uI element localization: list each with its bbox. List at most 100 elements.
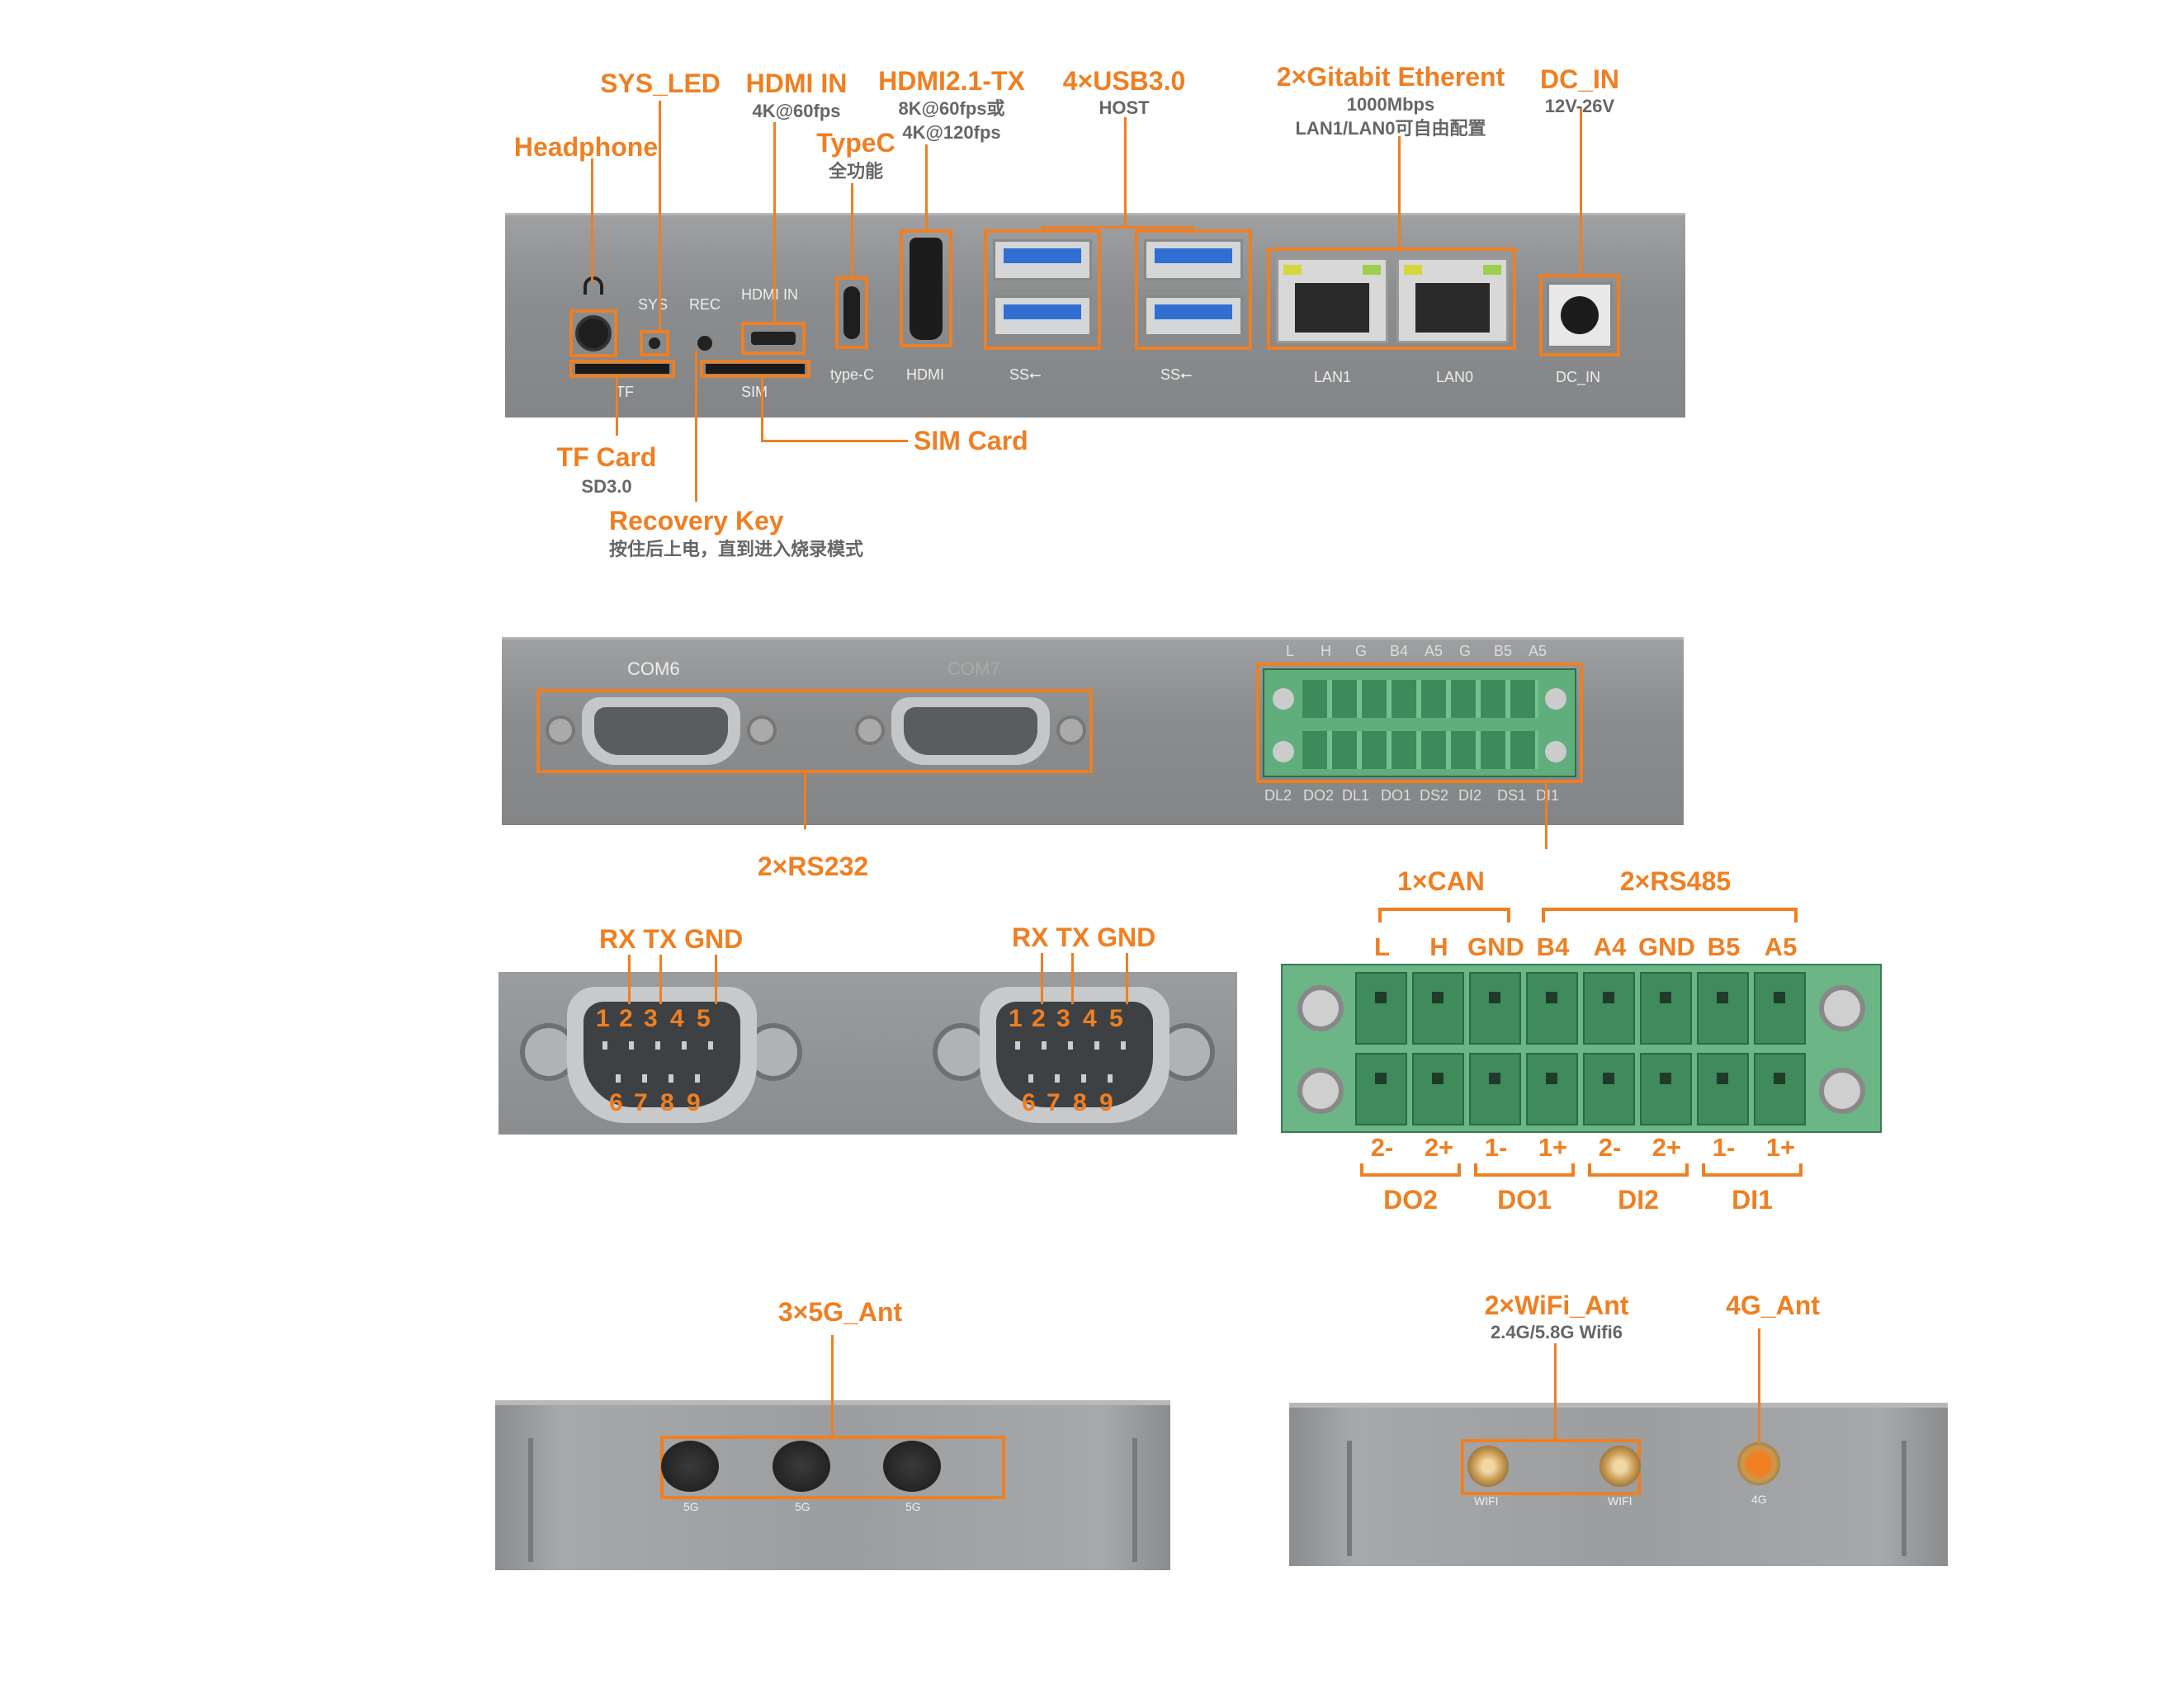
eth-leader: [1398, 136, 1401, 248]
rx-leader-right: [1041, 953, 1043, 1004]
terminal-block-small: [1263, 668, 1576, 777]
db9-pin-number: 2: [1032, 1005, 1046, 1032]
terminal-group-bracket: [1474, 1163, 1575, 1177]
hdmi-print: HDMI: [906, 366, 944, 383]
terminal-bottom-label: 2-: [1370, 1133, 1394, 1162]
terminal-hole: [1546, 992, 1557, 1003]
terminal-cell: [1355, 1053, 1407, 1125]
ant5g-print: 5G: [795, 1500, 810, 1513]
db9-pin-number: 5: [697, 1005, 711, 1032]
ant5g-connector: [773, 1441, 830, 1492]
db9-pin-hole: [1015, 1041, 1020, 1050]
db9-pin-hole: [682, 1041, 687, 1050]
db9-pin-number: 6: [609, 1089, 623, 1116]
hdmi-in-port: [751, 332, 796, 345]
usb-leader-r: [1191, 226, 1193, 231]
db9-closeup-right: [918, 982, 1227, 1126]
db9-pin-number: 3: [644, 1005, 658, 1032]
terminal-group-bracket: [1588, 1163, 1689, 1177]
usb-port-4: [1144, 295, 1243, 337]
eth-sublabel-1: 1000Mbps: [1346, 94, 1435, 115]
sim-print: SIM: [741, 384, 768, 400]
terminal-cell: [1526, 1053, 1578, 1125]
dc-print: DC_IN: [1556, 369, 1601, 385]
lte-ant: [1737, 1442, 1780, 1485]
terminal-bottom-print: DS1: [1497, 787, 1527, 804]
rs232-leader: [804, 773, 806, 829]
sim-outline: [700, 360, 810, 378]
can-bracket: [1378, 908, 1510, 922]
terminal-hole: [1660, 992, 1671, 1003]
tf-outline: [569, 360, 675, 378]
terminal-hole: [1603, 992, 1614, 1003]
can-label: 1×CAN: [1397, 866, 1485, 896]
terminal-top-print: A5: [1425, 643, 1444, 659]
com6-connector: [541, 697, 782, 765]
terminal-top-label: B5: [1707, 932, 1741, 961]
ant5g-print: 5G: [905, 1500, 921, 1513]
ant5g-label: 3×5G_Ant: [777, 1297, 903, 1327]
db9-pin-number: 8: [660, 1089, 674, 1116]
typec-leader: [851, 183, 853, 276]
terminal-bottom-label: 2+: [1424, 1133, 1454, 1162]
lte-leader: [1758, 1328, 1760, 1444]
rs232-label: 2×RS232: [757, 852, 869, 881]
eth-sublabel-2: LAN1/LAN0可自由配置: [1295, 118, 1486, 139]
terminal-top-label: L: [1374, 932, 1390, 961]
db9-pin-hole: [695, 1074, 700, 1083]
db9-pin-hole: [1121, 1041, 1126, 1050]
tf-label: TF Card: [556, 442, 657, 472]
usb-ss-print-2: SS⭠: [1160, 366, 1193, 383]
com7-print: COM7: [947, 658, 1000, 679]
wifi-ant-1: [1467, 1446, 1509, 1487]
db9-pin-hole: [1108, 1074, 1113, 1083]
eth-label: 2×Gitabit Etherent: [1276, 62, 1505, 92]
db9-pin-hole: [1068, 1041, 1073, 1050]
terminal-bottom-print: DI2: [1458, 787, 1482, 804]
hdmi-tx-label: HDMI2.1-TX: [878, 66, 1025, 96]
db9-pin-number: 1: [1009, 1005, 1023, 1032]
sys-led-leader: [659, 101, 661, 330]
rs485-bracket: [1542, 908, 1798, 922]
terminal-top-label: A5: [1764, 932, 1798, 961]
tf-leader: [616, 378, 618, 436]
terminal-cell: [1697, 1053, 1749, 1125]
terminal-bottom-print: DI1: [1536, 787, 1560, 804]
wifi-ant-2: [1599, 1446, 1641, 1487]
db9-pin-hole: [1055, 1074, 1060, 1083]
db9-pin-number: 4: [1083, 1005, 1097, 1032]
db9-pin-number: 5: [1109, 1005, 1123, 1032]
terminal-group-label: DO1: [1497, 1185, 1552, 1215]
com6-print: COM6: [627, 658, 680, 679]
tf-sublabel: SD3.0: [581, 476, 632, 497]
terminal-bottom-label: 1-: [1484, 1133, 1508, 1162]
usb-sublabel: HOST: [1099, 97, 1150, 118]
tf-print: TF: [616, 384, 634, 400]
lan0-print: LAN0: [1436, 369, 1474, 385]
db9-pin-hole: [655, 1041, 660, 1050]
db9-pin-number: 7: [634, 1089, 648, 1116]
ant5g-connector: [883, 1441, 941, 1492]
terminal-bottom-label: 1+: [1538, 1133, 1568, 1162]
terminal-cell: [1583, 1053, 1635, 1125]
hdmi-in-outline: [741, 322, 806, 355]
db9-pin-hole: [616, 1074, 621, 1083]
db9-pin-number: 9: [687, 1089, 701, 1116]
db9-closeup-left: [505, 982, 815, 1126]
sys-led-label: SYS_LED: [600, 68, 721, 98]
sys-led-outline: [640, 330, 669, 356]
db9-pin-number: 7: [1047, 1089, 1061, 1116]
ant5g-connector: [661, 1441, 719, 1492]
dc-outline: [1539, 274, 1620, 356]
terminal-cell: [1640, 972, 1692, 1045]
usb-label: 4×USB3.0: [1062, 66, 1186, 96]
rx-leader-left: [628, 955, 631, 1004]
wifi-print-1: WIFI: [1474, 1494, 1499, 1507]
recovery-label: Recovery Key: [609, 506, 784, 536]
dc-jack: [1547, 282, 1613, 348]
gnd-leader-left: [715, 955, 717, 1004]
usb-port-2: [993, 295, 1092, 337]
